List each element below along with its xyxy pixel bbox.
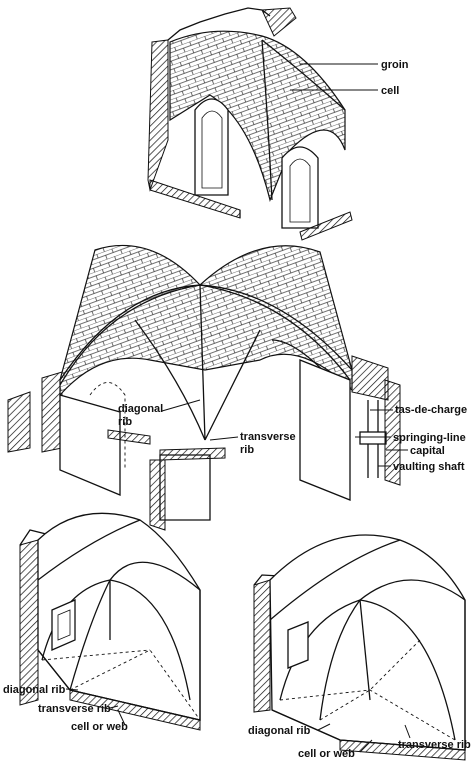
label-springing-line: springing-line bbox=[393, 432, 466, 444]
label-groin: groin bbox=[381, 59, 409, 71]
label-bl-transverse-rib: transverse rib bbox=[38, 703, 111, 715]
capital-drawing bbox=[359, 431, 387, 445]
window-right bbox=[281, 146, 319, 229]
label-cell: cell bbox=[381, 85, 399, 97]
label-bl-cell-or-web: cell or web bbox=[71, 721, 128, 733]
label-bl-diagonal-rib: diagonal rib bbox=[3, 684, 66, 696]
label-br-diagonal-rib: diagonal rib bbox=[248, 725, 311, 737]
label-transverse: transverse bbox=[240, 431, 296, 443]
label-diagonal-rib: rib bbox=[118, 416, 132, 428]
quadripartite-vault-drawing bbox=[19, 512, 201, 731]
rib-vault-drawing bbox=[7, 244, 401, 531]
br-window bbox=[287, 621, 309, 669]
label-br-transverse-rib: transverse rib bbox=[398, 739, 471, 751]
vault-cells bbox=[169, 30, 346, 202]
window-left bbox=[194, 98, 229, 196]
label-capital: capital bbox=[410, 445, 445, 457]
br-vault-surface bbox=[269, 534, 466, 751]
front-pier bbox=[159, 454, 211, 521]
label-vaulting-shaft: vaulting shaft bbox=[393, 461, 465, 473]
sexpartite-vault-drawing bbox=[253, 534, 466, 761]
groin-line bbox=[261, 39, 273, 201]
groin-vault-drawing bbox=[147, 7, 353, 241]
label-diagonal: diagonal bbox=[118, 403, 163, 415]
diagonal-rib-line bbox=[199, 284, 206, 441]
left-wall bbox=[59, 394, 121, 496]
left-wall-section bbox=[147, 39, 169, 192]
right-top-section bbox=[261, 7, 297, 37]
label-transverse-rib: rib bbox=[240, 444, 254, 456]
label-br-cell-or-web: cell or web bbox=[298, 748, 355, 760]
label-tas-de-charge: tas-de-charge bbox=[395, 404, 467, 416]
